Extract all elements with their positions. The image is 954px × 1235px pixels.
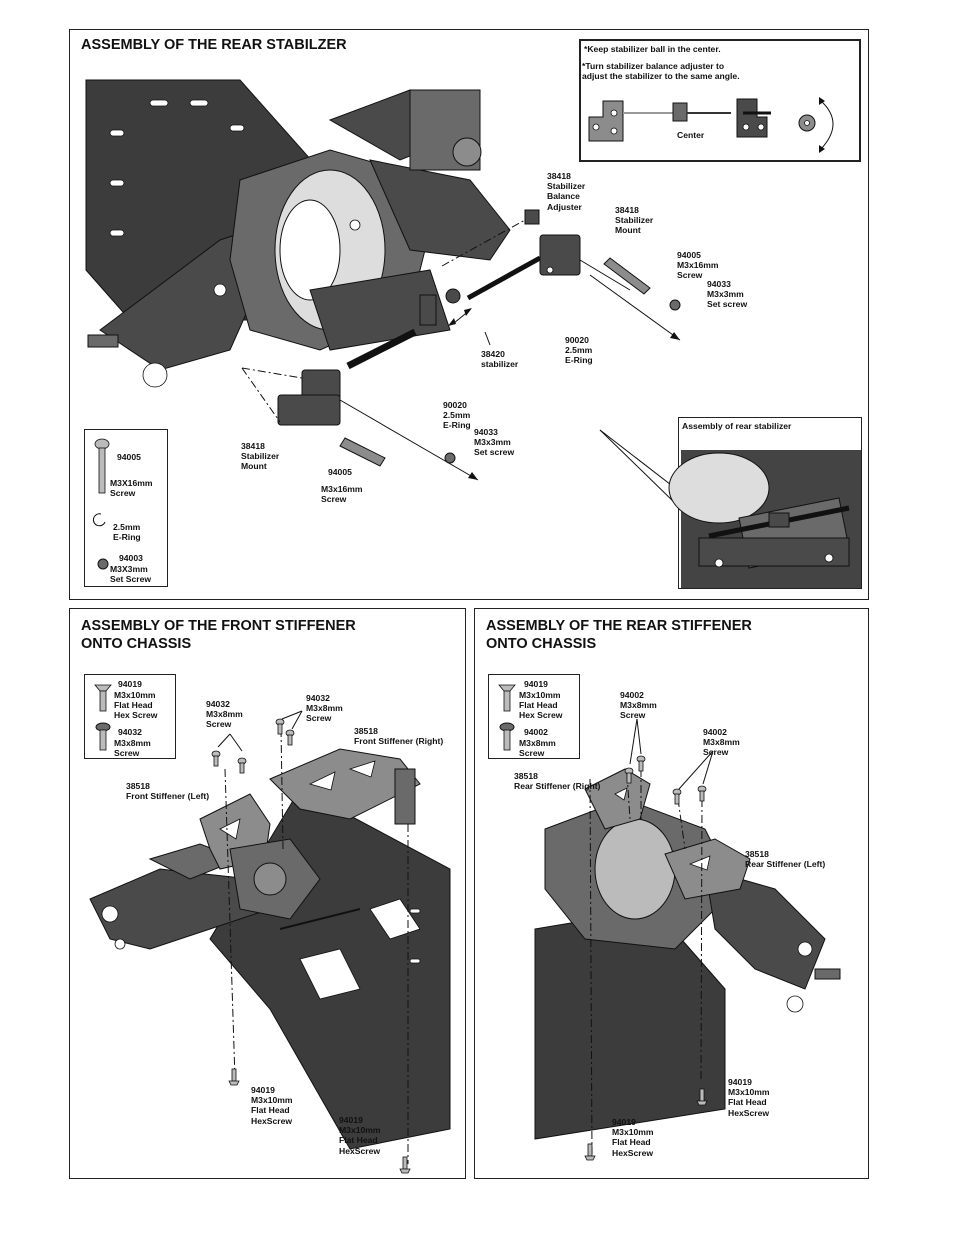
label-screw-b: 94002 M3x8mm Screw bbox=[703, 727, 740, 758]
label-setscrew-lower: 94033 M3x3mm Set screw bbox=[474, 427, 515, 458]
parts-icons bbox=[94, 684, 112, 751]
parts-a-code: 94019 bbox=[524, 679, 548, 689]
parts-box: 94005 M3X16mm Screw 2.5mm E-Ring 94003 M… bbox=[84, 429, 168, 587]
rear-stabilizer-drawing bbox=[85, 79, 681, 506]
inset-box: Assembly of rear stabilizer bbox=[668, 417, 862, 589]
parts-a-desc: M3x10mm Flat Head Hex Screw bbox=[519, 690, 563, 721]
label-screw-a: 94002 M3x8mm Screw bbox=[620, 690, 657, 721]
parts-screw-desc: M3X16mm Screw bbox=[110, 478, 153, 499]
note-line-2: *Turn stabilizer balance adjuster to adj… bbox=[582, 61, 740, 82]
parts-set-desc: M3X3mm Set Screw bbox=[110, 564, 152, 585]
parts-b-code: 94032 bbox=[118, 727, 142, 737]
label-stabilizer: 38420 stabilizer bbox=[481, 349, 519, 370]
label-stiffener-right: 38518 Rear Stiffener (Right) bbox=[514, 771, 601, 792]
parts-icons bbox=[498, 684, 516, 751]
label-screw-lower-code: 94005 bbox=[328, 467, 352, 477]
stabilizer-note-box: *Keep stabilizer ball in the center. *Tu… bbox=[579, 39, 861, 162]
panel-title: ASSEMBLY OF THE REAR STABILZER bbox=[81, 37, 347, 53]
rear-stiffener-drawing bbox=[534, 718, 841, 1161]
parts-icons bbox=[92, 438, 110, 570]
rear-stabilizer-panel: ASSEMBLY OF THE REAR STABILZER *Keep sta… bbox=[69, 29, 869, 600]
label-stiffener-left: 38518 Front Stiffener (Left) bbox=[126, 781, 210, 802]
front-stiffener-panel: ASSEMBLY OF THE FRONT STIFFENER ONTO CHA… bbox=[69, 608, 466, 1179]
balance-diagram bbox=[588, 97, 834, 153]
parts-b-desc: M3x8mm Screw bbox=[519, 738, 556, 759]
label-ering-lower: 90020 2.5mm E-Ring bbox=[443, 400, 471, 431]
rear-stiffener-panel: ASSEMBLY OF THE REAR STIFFENER ONTO CHAS… bbox=[474, 608, 869, 1179]
label-bottom-b: 94019 M3x10mm Flat Head HexScrew bbox=[612, 1117, 654, 1158]
parts-set-code: 94003 bbox=[119, 553, 143, 563]
label-screw-b: 94032 M3x8mm Screw bbox=[306, 693, 343, 724]
center-label: Center bbox=[677, 130, 705, 140]
label-bottom-a: 94019 M3x10mm Flat Head HexScrew bbox=[728, 1077, 770, 1118]
parts-a-desc: M3x10mm Flat Head Hex Screw bbox=[114, 690, 158, 721]
label-bottom-a: 94019 M3x10mm Flat Head HexScrew bbox=[251, 1085, 293, 1126]
front-stiffener-drawing bbox=[89, 710, 451, 1174]
label-stiffener-right: 38518 Front Stiffener (Right) bbox=[354, 726, 444, 747]
parts-box: 94019 M3x10mm Flat Head Hex Screw 94032 … bbox=[84, 674, 176, 759]
parts-a-code: 94019 bbox=[118, 679, 142, 689]
panel-title: ASSEMBLY OF THE FRONT STIFFENER ONTO CHA… bbox=[81, 618, 356, 652]
label-setscrew-upper: 94033 M3x3mm Set screw bbox=[707, 279, 748, 310]
label-screw-upper: 94005 M3x16mm Screw bbox=[677, 250, 719, 281]
inset-title: Assembly of rear stabilizer bbox=[682, 421, 792, 431]
parts-screw-code: 94005 bbox=[117, 452, 141, 462]
label-screw-a: 94032 M3x8mm Screw bbox=[206, 699, 243, 730]
label-bottom-b: 94019 M3x10mm Flat Head HexScrew bbox=[339, 1115, 381, 1156]
label-mount-lower: 38418 Stabilizer Mount bbox=[241, 441, 280, 472]
label-screw-lower-desc: M3x16mm Screw bbox=[321, 484, 363, 505]
label-ering-upper: 90020 2.5mm E-Ring bbox=[565, 335, 593, 366]
label-stiffener-left: 38518 Rear Stiffener (Left) bbox=[745, 849, 826, 870]
label-balance-adjuster: 38418 Stabilizer Balance Adjuster bbox=[547, 171, 586, 212]
inset-drawing bbox=[668, 450, 861, 588]
parts-box: 94019 M3x10mm Flat Head Hex Screw 94002 … bbox=[488, 674, 580, 759]
note-line-1: *Keep stabilizer ball in the center. bbox=[584, 44, 721, 54]
label-mount-upper: 38418 Stabilizer Mount bbox=[615, 205, 654, 236]
parts-b-code: 94002 bbox=[524, 727, 548, 737]
parts-b-desc: M3x8mm Screw bbox=[114, 738, 151, 759]
parts-ering-desc: 2.5mm E-Ring bbox=[113, 522, 141, 543]
panel-title: ASSEMBLY OF THE REAR STIFFENER ONTO CHAS… bbox=[486, 618, 752, 652]
